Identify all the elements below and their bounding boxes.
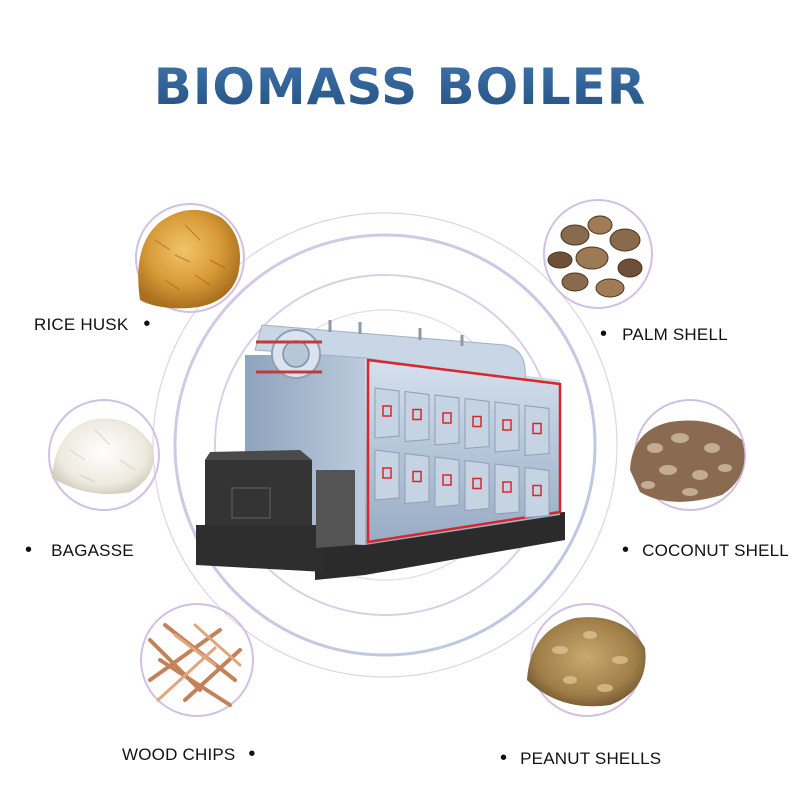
boiler-panel: [374, 387, 400, 439]
fuel-label-peanut-shells: • PEANUT SHELLS: [500, 747, 662, 769]
bullet-dot: •: [500, 747, 508, 769]
panel-indicator: [412, 470, 422, 483]
fuel-label-wood-chips: WOOD CHIPS •: [122, 743, 256, 765]
panel-indicator: [502, 481, 512, 493]
boiler-panel: [524, 404, 550, 457]
rice-husk-icon: [135, 203, 245, 313]
panel-indicator: [472, 477, 482, 490]
panel-indicator: [412, 408, 422, 421]
bullet-dot: •: [600, 323, 608, 345]
boiler-panel: [374, 449, 400, 501]
boiler-panel: [524, 466, 550, 519]
panel-indicator: [382, 467, 392, 479]
boiler-panel: [404, 390, 430, 443]
bagasse-icon: [48, 399, 160, 511]
fuel-label-bagasse: • BAGASSE: [25, 539, 134, 561]
panel-indicator: [442, 474, 452, 486]
wood-chips-icon: [140, 603, 254, 717]
bullet-dot: •: [25, 539, 33, 561]
boiler-panel: [494, 463, 520, 515]
page-title: BIOMASS BOILER: [0, 58, 800, 116]
panel-indicator: [502, 419, 512, 431]
fuel-label-rice-husk: RICE HUSK •: [34, 313, 151, 335]
bullet-dot: •: [143, 313, 151, 335]
boiler-panel: [494, 401, 520, 453]
coconut-shell-icon: [630, 399, 746, 511]
fuel-label-coconut-shell: • COCONUT SHELL: [622, 539, 789, 561]
fuel-label-palm-shell: • PALM SHELL: [600, 323, 728, 345]
panel-indicator: [532, 484, 542, 497]
panel-indicator: [472, 415, 482, 428]
boiler-panel: [464, 397, 490, 450]
palm-shell-icon: [543, 199, 653, 309]
panel-indicator: [442, 412, 452, 424]
boiler-panel: [464, 459, 490, 512]
panel-indicator: [382, 405, 392, 417]
peanut-shells-icon: [527, 603, 646, 717]
bullet-dot: •: [248, 743, 256, 765]
boiler-panel: [404, 452, 430, 505]
boiler-panel: [434, 394, 460, 446]
panel-indicator: [532, 422, 542, 435]
boiler-panel: [434, 456, 460, 508]
bullet-dot: •: [622, 539, 630, 561]
